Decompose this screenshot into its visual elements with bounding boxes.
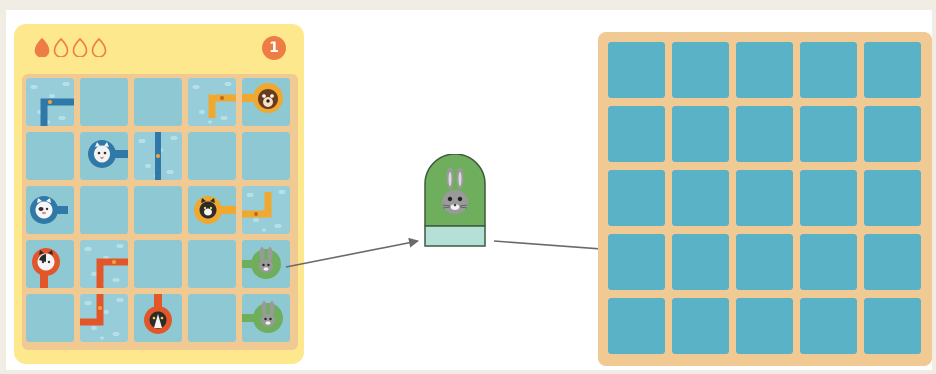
grid-cell[interactable] bbox=[672, 170, 729, 226]
grid-cell[interactable] bbox=[608, 42, 665, 98]
rabbit-icon bbox=[242, 301, 283, 333]
tile-empty[interactable] bbox=[134, 78, 182, 126]
grid-cell[interactable] bbox=[864, 42, 921, 98]
pipe-yellow-icon bbox=[242, 192, 272, 218]
card-header: 1 bbox=[14, 24, 304, 70]
water-drop-icon bbox=[72, 38, 88, 57]
grid-cell[interactable] bbox=[864, 106, 921, 162]
grid-cell[interactable] bbox=[608, 234, 665, 290]
grid-cell[interactable] bbox=[736, 234, 793, 290]
tile-water-pipe-blue[interactable] bbox=[134, 132, 182, 180]
grid-cell[interactable] bbox=[736, 106, 793, 162]
tile-rabbit[interactable] bbox=[242, 240, 290, 288]
pipe-orange-icon bbox=[96, 258, 128, 288]
tile-water-pipe-yellow[interactable] bbox=[188, 78, 236, 126]
water-drop-icon-filled bbox=[34, 38, 50, 57]
black-white-cat-icon bbox=[144, 294, 172, 334]
tile-black-white-cat[interactable] bbox=[134, 294, 182, 342]
grid-cell[interactable] bbox=[864, 298, 921, 354]
water-drop-icon bbox=[53, 38, 69, 57]
tile-empty[interactable] bbox=[26, 132, 74, 180]
target-grid-board bbox=[598, 32, 932, 366]
grid-cell[interactable] bbox=[736, 298, 793, 354]
water-drop-icon bbox=[91, 38, 107, 57]
tile-rabbit[interactable] bbox=[242, 294, 290, 342]
tile-water-pipe-orange[interactable] bbox=[80, 294, 128, 342]
pipe-orange-icon bbox=[80, 294, 104, 326]
tile-cat[interactable] bbox=[80, 132, 128, 180]
tile-dog[interactable] bbox=[242, 78, 290, 126]
black-cat-icon bbox=[194, 196, 236, 224]
tile-empty[interactable] bbox=[188, 294, 236, 342]
tile-water-pipe-orange[interactable] bbox=[80, 240, 128, 288]
cat-icon bbox=[88, 140, 128, 168]
rabbit-token[interactable] bbox=[424, 154, 486, 248]
pipe-blue-icon bbox=[40, 98, 74, 126]
grid-cell[interactable] bbox=[672, 298, 729, 354]
tile-empty[interactable] bbox=[188, 132, 236, 180]
water-drops bbox=[34, 38, 107, 57]
tile-empty[interactable] bbox=[134, 186, 182, 234]
grid-cell-target[interactable] bbox=[864, 234, 921, 290]
grid-cell[interactable] bbox=[672, 234, 729, 290]
white-cat-icon bbox=[30, 196, 68, 224]
level-card: 1 bbox=[14, 24, 304, 364]
grid-cell[interactable] bbox=[608, 298, 665, 354]
grid-cell[interactable] bbox=[800, 234, 857, 290]
tile-empty[interactable] bbox=[80, 78, 128, 126]
tile-white-cat[interactable] bbox=[26, 186, 74, 234]
tile-empty[interactable] bbox=[134, 240, 182, 288]
tile-black-cat[interactable] bbox=[188, 186, 236, 234]
pipe-yellow-icon bbox=[208, 94, 236, 118]
grid-cell[interactable] bbox=[864, 170, 921, 226]
grid-cell[interactable] bbox=[608, 106, 665, 162]
grid-cell[interactable] bbox=[608, 170, 665, 226]
level-number-badge: 1 bbox=[262, 36, 286, 60]
tile-empty[interactable] bbox=[26, 294, 74, 342]
grid-cell[interactable] bbox=[736, 42, 793, 98]
grid-cell[interactable] bbox=[800, 298, 857, 354]
tile-empty[interactable] bbox=[242, 132, 290, 180]
tile-calico-cat[interactable] bbox=[26, 240, 74, 288]
grid-cell[interactable] bbox=[736, 170, 793, 226]
puzzle-board bbox=[22, 74, 298, 350]
pipe-blue-icon bbox=[155, 132, 161, 180]
rabbit-icon bbox=[242, 247, 281, 279]
calico-cat-icon bbox=[32, 248, 60, 288]
tile-empty[interactable] bbox=[188, 240, 236, 288]
grid-cell[interactable] bbox=[672, 42, 729, 98]
grid-cell[interactable] bbox=[672, 106, 729, 162]
rabbit-icon bbox=[442, 167, 468, 214]
dog-icon bbox=[242, 83, 283, 113]
grid-cell[interactable] bbox=[800, 42, 857, 98]
grid-cell[interactable] bbox=[800, 106, 857, 162]
tile-water-pipe-blue[interactable] bbox=[26, 78, 74, 126]
tile-empty[interactable] bbox=[80, 186, 128, 234]
grid-cell[interactable] bbox=[800, 170, 857, 226]
tile-water-pipe-yellow[interactable] bbox=[242, 186, 290, 234]
